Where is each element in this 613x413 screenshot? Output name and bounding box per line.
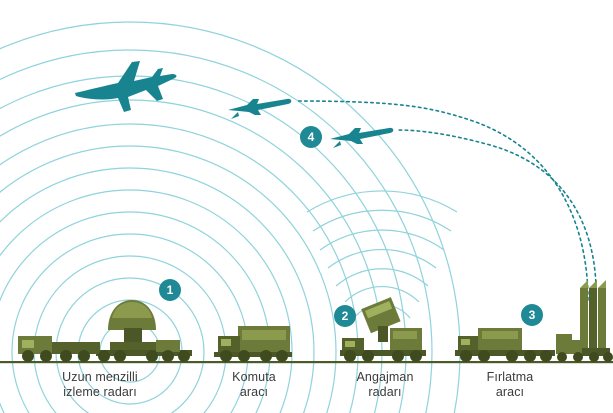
- search-radar-icon: [18, 300, 192, 362]
- label-search-radar: Uzun menzilli izleme radarı: [25, 370, 175, 400]
- label-command-vehicle-line2: aracı: [239, 385, 269, 399]
- label-launch-vehicle-line1: Fırlatma: [486, 370, 534, 384]
- label-launch-vehicle-line2: aracı: [495, 385, 525, 399]
- launch-support-vehicle-icon: [455, 328, 555, 362]
- ground-line: [0, 361, 613, 364]
- label-command-vehicle: Komuta aracı: [194, 370, 314, 400]
- badge-4[interactable]: 4: [300, 126, 322, 148]
- launch-vehicle-icon: [556, 280, 613, 362]
- missile-icon-lower: [330, 127, 394, 148]
- label-engagement-radar-line2: radarı: [368, 385, 402, 399]
- badge-3[interactable]: 3: [521, 304, 543, 326]
- label-command-vehicle-line1: Komuta: [232, 370, 276, 384]
- label-launch-vehicle: Fırlatma aracı: [450, 370, 570, 400]
- badge-2[interactable]: 2: [334, 305, 356, 327]
- badge-1[interactable]: 1: [159, 279, 181, 301]
- aircraft-icon: [75, 61, 177, 112]
- label-search-radar-line2: izleme radarı: [63, 385, 137, 399]
- command-vehicle-icon: [214, 326, 292, 362]
- label-engagement-radar: Angajman radarı: [325, 370, 445, 400]
- engagement-radar-icon: [340, 297, 426, 362]
- label-engagement-radar-line1: Angajman: [356, 370, 414, 384]
- missile-icon-upper: [228, 98, 292, 119]
- missile-trajectories: [295, 100, 597, 301]
- engagement-radar-waves: [306, 190, 458, 319]
- label-search-radar-line1: Uzun menzilli: [62, 370, 138, 384]
